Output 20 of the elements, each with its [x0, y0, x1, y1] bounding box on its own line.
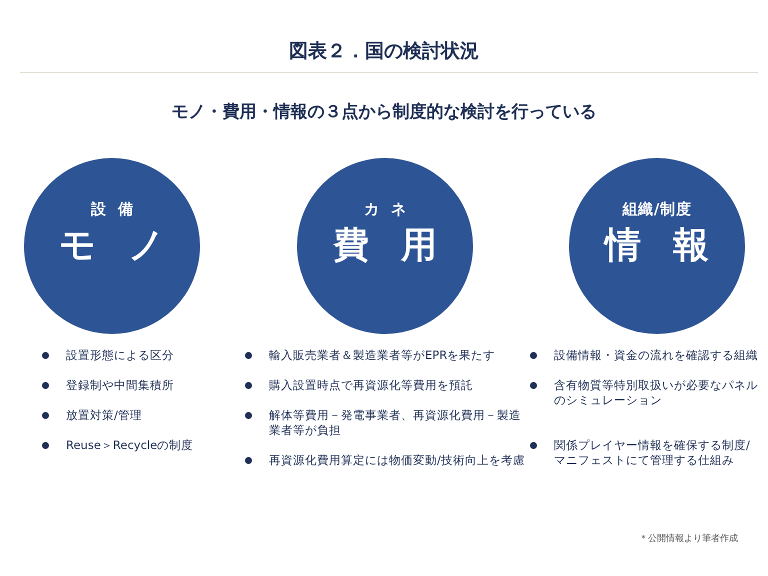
bullet-text: 解体等費用－発電事業者、再資源化費用－製造業者等が負担 — [269, 408, 521, 437]
circle-heading: モノ — [58, 224, 198, 268]
caption: ＊公開情報より筆者作成 — [639, 532, 738, 545]
bullet-text: 設置形態による区分 — [66, 348, 174, 362]
title: 図表２．国の検討状況 — [288, 39, 480, 64]
bullet-text: 輸入販売業者＆製造業者等がEPRを果たす — [269, 348, 496, 362]
bullet-text: 設備情報・資金の流れを確認する組織 — [554, 348, 758, 362]
circle-heading: 費用 — [332, 224, 470, 268]
bullet-text: 含有物質等特別取扱いが必要なパネルのシミュレーション — [554, 378, 758, 407]
bullet-text: 放置対策/管理 — [66, 408, 142, 422]
circle-subheading: 組織/制度 — [622, 200, 692, 219]
bullet-text: 再資源化費用算定には物価変動/技術向上を考慮 — [269, 453, 525, 467]
circle-subheading: 設備 — [90, 200, 145, 219]
bullet-text: Reuse＞Recycleの制度 — [66, 438, 194, 452]
bullet-text: 登録制や中間集積所 — [66, 378, 174, 392]
circle-heading: 情報 — [602, 224, 742, 268]
circle-subheading: カネ — [363, 200, 418, 219]
bullet-text: 関係プレイヤー情報を確保する制度/マニフェストにて管理する仕組み — [554, 438, 750, 467]
bullet-text: 購入設置時点で再資源化等費用を預託 — [269, 378, 473, 392]
subtitle: モノ・費用・情報の３点から制度的な検討を行っている — [170, 101, 598, 123]
